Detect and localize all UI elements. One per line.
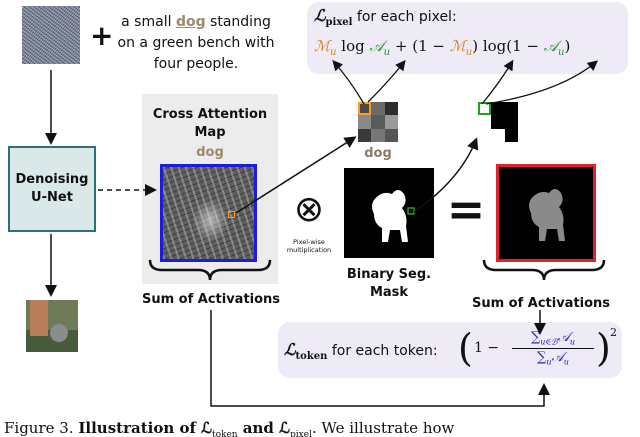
caption-sub-token: token: [211, 430, 238, 437]
figure-caption: Figure 3. Illustration of ℒtoken and ℒpi…: [4, 418, 636, 437]
cross-attention-token: dog: [196, 145, 224, 160]
output-image-person: [30, 300, 48, 336]
attention-crop: [358, 102, 398, 142]
mask-crop-white: [491, 129, 505, 142]
sum-activations-right: Sum of Activations: [471, 296, 611, 311]
numerator-a: 𝒜: [557, 330, 570, 345]
denominator-sum-sub: u: [546, 357, 552, 367]
caption-rest: . We illustrate how: [311, 419, 455, 437]
formula-m1: ℳ: [314, 37, 331, 55]
token-loss-fraction: ∑u∈ℬ𝒜u ∑u𝒜u: [512, 330, 594, 366]
token-loss-suffix: for each token:: [327, 343, 438, 359]
output-image-dog: [50, 324, 68, 342]
formula-a1-sub: u: [383, 47, 391, 58]
arrow-mcrop-to-m2: [481, 59, 514, 105]
attention-crop-cell: [371, 129, 385, 142]
numerator-sum-sub: u∈ℬ: [540, 337, 558, 347]
mask-crop: [478, 102, 518, 142]
arrow-crop-to-m1: [332, 60, 365, 105]
token-loss-paren-left: (: [458, 326, 473, 370]
formula-m2: ℳ: [449, 37, 466, 55]
prompt-text: a small dog standing on a green bench wi…: [116, 12, 276, 75]
attention-crop-cell: [358, 102, 371, 115]
result-dog: [529, 189, 565, 241]
noise-image: [22, 6, 80, 64]
numerator-sum: ∑: [530, 330, 541, 345]
denominator-sum: ∑: [537, 349, 547, 365]
attention-crop-cell: [371, 102, 385, 115]
numerator-a-sub: u: [569, 337, 576, 347]
pixel-loss-title: ℒpixel for each pixel:: [314, 6, 457, 33]
formula-a2: 𝒜: [543, 37, 558, 55]
formula-m2-sub: u: [465, 47, 473, 58]
equals-symbol: =: [446, 182, 486, 236]
token-loss-paren-right: ): [596, 326, 611, 370]
brace-left: [148, 259, 272, 281]
formula-log1: log: [336, 37, 370, 55]
attention-crop-highlight: [358, 102, 371, 115]
multiply-caption: Pixel-wise multiplication: [286, 238, 332, 254]
token-loss-one-minus: 1 −: [474, 340, 500, 356]
prompt-token-dog: dog: [175, 14, 206, 30]
cross-attention-map: [160, 164, 257, 262]
pixel-loss-subscript: pixel: [325, 16, 353, 28]
multiply-symbol: ⊗: [293, 189, 325, 230]
plus-sign: +: [90, 19, 114, 52]
mask-crop-white: [478, 102, 491, 142]
arrow-mask-to-crop: [413, 137, 479, 213]
prompt-post: standing on a green bench with four peop…: [117, 14, 275, 72]
attention-pixel-marker: [228, 211, 235, 218]
unet-line2: U-Net: [31, 190, 73, 205]
arrow-crop-to-a1: [367, 59, 406, 103]
token-loss-denominator: ∑u𝒜u: [512, 349, 594, 367]
formula-log2: ) log(1 −: [472, 37, 544, 55]
crop-token-label: dog: [364, 146, 392, 161]
mask-dog-silhouette: [372, 190, 415, 242]
binary-seg-mask: [344, 168, 434, 258]
formula-m1-sub: u: [330, 47, 337, 58]
unet-line1: Denoising: [15, 172, 89, 187]
masked-activation-map: [496, 164, 596, 262]
brace-right: [482, 259, 606, 281]
token-loss-numerator: ∑u∈ℬ𝒜u: [512, 330, 594, 349]
token-loss-symbol: ℒ: [284, 340, 296, 359]
pixel-loss-formula: ℳu log 𝒜u + (1 − ℳu) log(1 − 𝒜u): [314, 34, 570, 65]
token-loss-power: 2: [610, 326, 617, 339]
caption-bold: Illustration of ℒ: [78, 419, 212, 437]
token-loss-subscript: token: [295, 350, 328, 362]
arrow-attention-to-crop: [235, 136, 357, 214]
binary-seg-mask-label: Binary Seg. Mask: [346, 267, 432, 300]
denoising-unet-box: Denoising U-Net: [8, 146, 96, 232]
caption-fig: Figure 3.: [4, 419, 74, 437]
mask-crop-highlight: [478, 102, 491, 115]
arrow-sum-left-to-token: [210, 310, 550, 407]
formula-a2-sub: u: [558, 47, 565, 58]
cross-attention-title: Cross Attention Map: [152, 107, 268, 140]
pixel-loss-suffix: for each pixel:: [352, 9, 457, 25]
caption-and: and ℒ: [237, 419, 290, 437]
attention-crop-cell: [385, 129, 398, 142]
pixel-loss-symbol: ℒ: [314, 6, 326, 25]
caption-sub-pixel: pixel: [289, 430, 312, 437]
prompt-pre: a small: [121, 14, 176, 30]
attention-crop-cell: [358, 129, 371, 142]
attention-crop-cell: [385, 115, 398, 129]
token-loss-panel: [278, 322, 622, 378]
attention-crop-cell: [358, 115, 371, 129]
attention-crop-cell: [385, 102, 398, 115]
pixel-loss-panel: [307, 2, 628, 74]
denominator-a-sub: u: [563, 357, 569, 367]
formula-a1: 𝒜: [369, 37, 384, 55]
formula-close: ): [564, 37, 571, 55]
sum-activations-left: Sum of Activations: [141, 292, 281, 307]
attention-crop-cell: [371, 115, 385, 129]
arrow-mcrop-to-a2: [485, 60, 598, 105]
formula-plus: + (1 −: [390, 37, 450, 55]
token-loss-title: ℒtoken for each token:: [284, 340, 438, 367]
denominator-a: 𝒜: [551, 349, 564, 365]
output-image: [26, 300, 78, 352]
